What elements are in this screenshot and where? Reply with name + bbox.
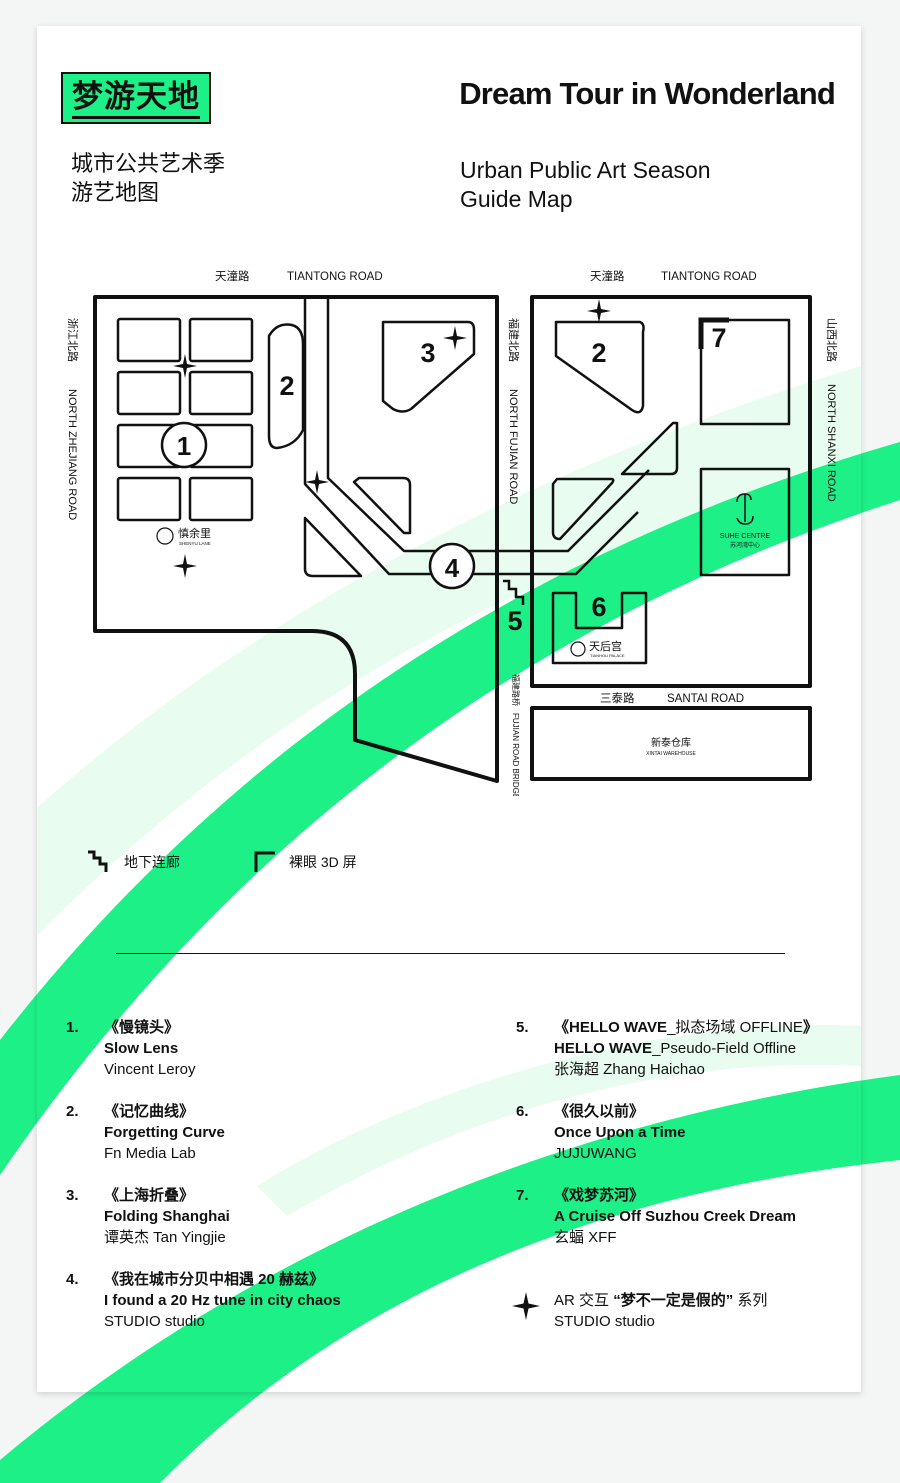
artwork-title-cn: 《很久以前》 [554,1103,645,1120]
xintai-warehouse-cn: 新泰仓库 [651,736,691,749]
artwork-artist: Fn Media Lab [104,1145,196,1162]
artwork-title-cn: 《我在城市分贝中相遇 20 赫兹》 [104,1271,325,1288]
road-tiantong-cn-right: 天潼路 [590,269,625,283]
artwork-title-en: A Cruise Off Suzhou Creek Dream [554,1208,796,1225]
tianhou-palace-cn: 天后宫 [589,639,622,653]
xintai-warehouse-en: XINTAI WAREHOUSE [646,751,696,757]
marker-2-right: 2 [591,338,606,368]
left-block-outline [93,295,499,783]
artwork-artist: 谭英杰 Tan Yingjie [104,1229,226,1246]
logo-text: 梦游天地 [72,79,200,119]
artwork-artist: 玄蝠 XFF [554,1229,617,1246]
tianhou-palace-en: TIANHOU PALACE [590,653,625,658]
star-icon [443,326,467,350]
artwork-title-cn: 《上海折叠》 [104,1187,195,1204]
logo: 梦游天地 [61,72,211,124]
road-shanxi-cn: 山西北路 [825,318,838,362]
road-tiantong-en-left: TIANTONG ROAD [287,271,383,283]
artwork-title-en: Forgetting Curve [104,1124,225,1141]
artwork-title-cn: 《戏梦苏河》 [554,1187,645,1204]
artwork-number: 1. [66,1019,79,1036]
artwork-number: 2. [66,1103,79,1120]
artwork-number: 4. [66,1271,79,1288]
artwork-number: 7. [516,1187,529,1204]
road-tiantong-cn-left: 天潼路 [215,269,250,283]
road-fujian-en: NORTH FUJIAN ROAD [507,389,519,504]
screen-corner-icon [254,851,275,872]
artwork-number: 3. [66,1187,79,1204]
card-waves [37,366,861,1392]
road-shanxi-en: NORTH SHANXI ROAD [825,384,837,502]
artwork-title-en: Folding Shanghai [104,1208,230,1225]
legend-underground: 地下连廊 [86,850,180,874]
stairs-mark [503,579,525,605]
star-icon [512,1292,540,1320]
shenyu-lane-en: SHENYU LANE [179,541,211,546]
artwork-artist: 张海超 Zhang Haichao [554,1061,705,1078]
marker-4: 4 [445,553,460,583]
artwork-title-en: Once Upon a Time [554,1124,686,1141]
marker-6: 6 [591,592,606,622]
artwork-title-en: Slow Lens [104,1040,179,1057]
right-block-outline [530,295,812,688]
subtitle-cn: 城市公共艺术季 游艺地图 [71,150,225,208]
star-icon [587,299,611,323]
road-zhejiang-cn: 浙江北路 [66,318,79,362]
road-santai-en: SANTAI ROAD [667,693,744,705]
artwork-title-cn: 《记忆曲线》 [104,1103,195,1120]
artwork-title-cn: 《慢镜头》 [104,1019,180,1036]
subtitle-cn-line2: 游艺地图 [71,181,160,206]
road-fujian-cn: 福建北路 [507,318,521,362]
star-icon [305,470,329,494]
marker-2-left: 2 [279,371,294,401]
artwork-artist: JUJUWANG [554,1145,637,1162]
suhe-logo-icon [736,493,754,525]
road-zhejiang-en: NORTH ZHEJIANG ROAD [66,389,78,520]
road-bridge-en: FUJIAN ROAD BRIDGE [511,713,520,796]
artwork-number: 6. [516,1103,529,1120]
artwork-title-en: I found a 20 Hz tune in city chaos [104,1292,341,1309]
marker-5: 5 [507,606,522,636]
page-title: Dream Tour in Wonderland [459,76,836,111]
subtitle-en: Urban Public Art Season Guide Map [460,156,711,214]
marker-3: 3 [420,338,435,368]
subtitle-cn-line1: 城市公共艺术季 [71,152,226,177]
suhe-centre-cn: 苏河湾中心 [730,541,760,549]
subtitle-en-line1: Urban Public Art Season [460,157,711,183]
stairs-icon [88,850,108,872]
shenyu-lane-cn: 慎余里 [178,526,211,540]
legend-screen: 裸眼 3D 屏 [253,850,357,874]
star-icon [173,354,197,378]
screen-mark-7 [698,317,729,349]
ar-series-artist: STUDIO studio [554,1313,655,1330]
legend-screen-label: 裸眼 3D 屏 [289,854,357,870]
marker-1: 1 [177,431,191,461]
artwork-artist: Vincent Leroy [104,1061,196,1078]
guide-map: 1 2 2 3 4 5 6 7 天潼路 TIANTONG ROAD 天潼路 TI… [66,269,838,796]
road-santai-cn: 三泰路 [600,691,635,705]
xintai-warehouse-outline [530,706,812,781]
star-icon [173,554,197,578]
marker-7: 7 [711,323,726,353]
divider [116,953,785,954]
legend-underground-label: 地下连廊 [124,854,180,870]
road-tiantong-en-right: TIANTONG ROAD [661,271,757,283]
suhe-centre-en: SUHE CENTRE [720,533,771,540]
artwork-number: 5. [516,1019,529,1036]
road-bridge-cn: 福建路桥 [511,674,521,706]
subtitle-en-line2: Guide Map [460,186,573,212]
artwork-title-cn: 《HELLO WAVE_拟态场域 OFFLINE》 [554,1019,818,1036]
artwork-title-en: HELLO WAVE_Pseudo-Field Offline [554,1040,797,1057]
artwork-artist: STUDIO studio [104,1313,205,1330]
ar-series-title: AR 交互 “梦不一定是假的” 系列 [554,1292,768,1309]
guide-card: 梦游天地 Dream Tour in Wonderland 城市公共艺术季 游艺… [37,26,861,1392]
